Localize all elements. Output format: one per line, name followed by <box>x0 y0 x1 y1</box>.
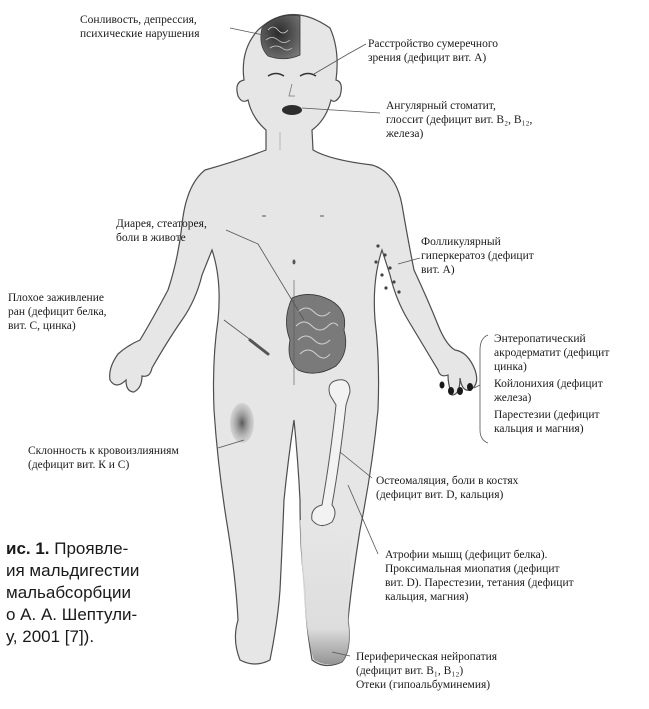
label-wounds: Плохое заживление ран (дефицит белка, ви… <box>8 291 107 333</box>
navel <box>293 260 296 265</box>
label-paresthesia: Парестезии (дефицит кальция и магния) <box>494 408 600 436</box>
label-drowsiness: Сонливость, депрессия, психические наруш… <box>80 13 199 41</box>
label-koilonychia: Койлонихия (дефицит железа) <box>494 377 603 405</box>
caption-number: ис. 1. <box>6 539 50 558</box>
brain-area <box>261 15 300 59</box>
leader-enteropathic <box>480 335 488 443</box>
bruise-area <box>230 403 254 443</box>
label-neuropathy: Периферическая нейропатия (дефицит вит. … <box>356 650 497 692</box>
figure-caption: ис. 1. Проявле- ия мальдигестии мальабсо… <box>6 538 221 648</box>
label-enteropathic: Энтеропатический акродерматит (дефицит ц… <box>494 332 609 374</box>
leg-shading <box>300 520 352 665</box>
label-atrophy: Атрофии мышц (дефицит белка). Проксималь… <box>385 548 574 604</box>
label-osteomalacia: Остеомаляция, боли в костях (дефицит вит… <box>376 474 518 502</box>
label-hyperkeratosis: Фолликулярный гиперкератоз (дефицит вит.… <box>421 235 534 277</box>
label-diarrhea: Диарея, стеаторея, боли в животе <box>116 217 207 245</box>
label-hemorrhage: Склонность к кровоизлияниям (дефицит вит… <box>28 444 179 472</box>
label-stomatitis: Ангулярный стоматит, глоссит (дефицит ви… <box>386 99 532 141</box>
label-night-vision: Расстройство сумеречного зрения (дефицит… <box>368 37 498 65</box>
mouth <box>282 105 302 115</box>
